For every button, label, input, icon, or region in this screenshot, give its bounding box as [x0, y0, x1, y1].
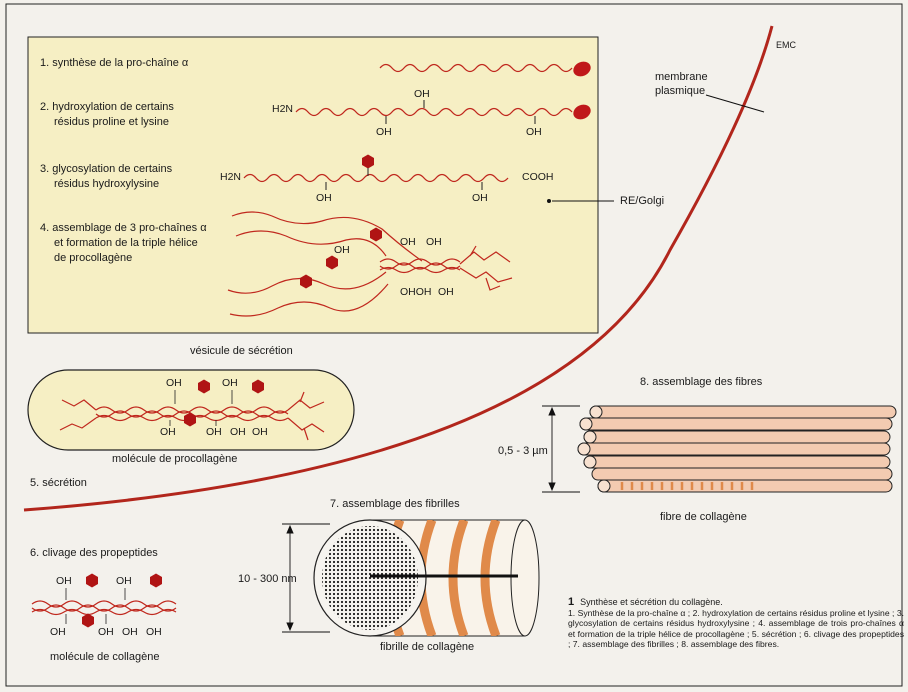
oh-label: OH	[334, 244, 350, 256]
oh-label: OH	[376, 126, 392, 138]
propeptide-blob-1	[573, 61, 591, 77]
procollagen-label: molécule de procollagène	[112, 453, 238, 465]
cooh-label: COOH	[522, 171, 554, 183]
oh-label: OH	[146, 626, 162, 638]
fibril-label: fibrille de collagène	[380, 641, 475, 653]
collagen-molecule-label: molécule de collagène	[50, 651, 160, 663]
ohoh-label: OHOH	[400, 286, 432, 298]
pro-chain-3	[243, 173, 509, 183]
vesicle-label: vésicule de sécrétion	[190, 345, 293, 357]
oh-label: OH	[98, 626, 114, 638]
oh-label: OH	[414, 88, 430, 100]
oh-label: OH	[252, 426, 268, 438]
membrane-pointer	[705, 94, 765, 113]
oh-label: OH	[400, 236, 416, 248]
oh-label: OH	[438, 286, 454, 298]
oh-label: OH	[472, 192, 488, 204]
h2n-label-2: H2N	[272, 103, 294, 115]
plasma-membrane-curve	[23, 25, 774, 512]
step-3-label-line2: résidus hydroxylysine	[54, 178, 160, 190]
membrane-label-line1: membrane	[655, 71, 708, 83]
oh-label: OH	[222, 377, 238, 389]
step-4-label-line1: 4. assemblage de 3 pro-chaînes α	[40, 222, 207, 234]
oh-label: OH	[316, 192, 332, 204]
oh-label: OH	[116, 575, 132, 587]
step-2-label-line2: résidus proline et lysine	[54, 116, 169, 128]
h2n-label-3: H2N	[220, 171, 242, 183]
oh-label: OH	[122, 626, 138, 638]
oh-label: OH	[166, 377, 182, 389]
sugar-hexagon-3	[362, 154, 374, 169]
pro-chain-2	[295, 107, 573, 117]
emc-label: EMC	[776, 40, 796, 50]
membrane-label-line2: plasmique	[655, 85, 706, 97]
fiber-bundle	[577, 405, 897, 493]
fibril-size-arrow	[282, 523, 330, 633]
fiber-size-arrow	[542, 405, 580, 493]
figure-caption: 1 Synthèse et sécrétion du collagène. 1. …	[568, 597, 904, 650]
fiber-size-label: 0,5 - 3 µm	[498, 445, 548, 457]
fiber-bands	[620, 482, 754, 490]
caption-title: Synthèse et sécrétion du collagène.	[580, 597, 723, 607]
step-8-label: 8. assemblage des fibres	[640, 376, 763, 388]
oh-label: OH	[50, 626, 66, 638]
collagen-helix	[31, 600, 177, 616]
step-2-label-line1: 2. hydroxylation de certains	[40, 101, 174, 113]
oh-label: OH	[230, 426, 246, 438]
triple-helix-assembly	[227, 211, 513, 317]
step-1-label: 1. synthèse de la pro-chaîne α	[40, 57, 189, 69]
step-5-label: 5. sécrétion	[30, 477, 87, 489]
fibril-cylinder	[313, 519, 540, 637]
caption-text: 1. Synthèse de la pro-chaîne α ; 2. hydr…	[568, 607, 904, 650]
oh-label: OH	[56, 575, 72, 587]
synthesis-box	[27, 36, 599, 334]
fiber-label: fibre de collagène	[660, 511, 747, 523]
step-4-label-line2: et formation de la triple hélice	[54, 237, 198, 249]
step-7-label: 7. assemblage des fibrilles	[330, 498, 460, 510]
pro-chain-1	[379, 63, 573, 73]
step-3-label-line1: 3. glycosylation de certains	[40, 163, 173, 175]
step-6-label: 6. clivage des propeptides	[30, 547, 158, 559]
caption-number: 1	[568, 596, 575, 608]
oh-label: OH	[206, 426, 222, 438]
re-golgi-label: RE/Golgi	[620, 195, 665, 207]
propeptide-blob-2	[573, 104, 591, 120]
step-4-label-line3: de procollagène	[54, 252, 133, 264]
fibril-size-label: 10 - 300 nm	[238, 573, 297, 585]
oh-label: OH	[160, 426, 176, 438]
oh-label: OH	[526, 126, 542, 138]
oh-label: OH	[426, 236, 442, 248]
